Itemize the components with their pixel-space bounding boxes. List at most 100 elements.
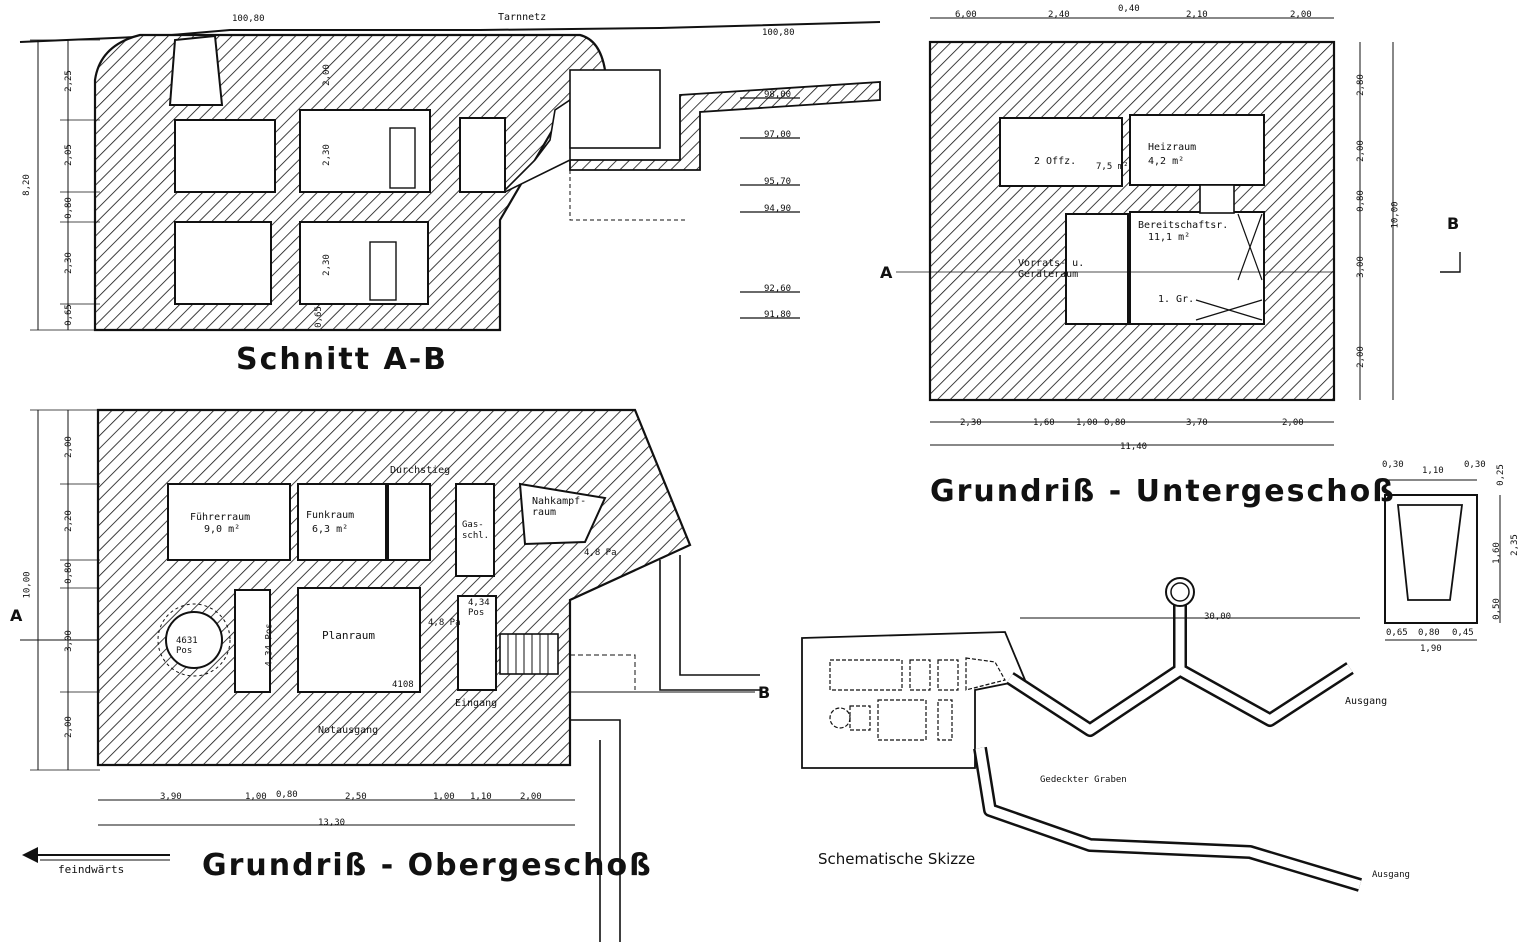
section-dim-4: 2,30 — [63, 252, 74, 274]
upper-label-nahkampf: Nahkampf-raum — [532, 496, 587, 518]
upper-room-gasschl — [455, 483, 495, 577]
section-vent-chimney — [168, 34, 224, 106]
lower-dim-top-5: 2,00 — [1290, 10, 1312, 20]
section-door-lower — [369, 241, 397, 301]
upper-label-durchstieg: Durchstieg — [390, 465, 451, 476]
enemy-direction-label: feindwärts — [58, 863, 125, 876]
lower-dim-top-1: 6,00 — [955, 10, 977, 20]
section-inner-dim-4: 0,65 — [313, 306, 324, 328]
section-dim-5: 0,65 — [63, 304, 74, 326]
lower-label-bereitschaft: Bereitschaftsr. — [1138, 220, 1229, 231]
upper-label-gasschl: Gas-schl. — [462, 520, 490, 541]
lower-dim-right-4: 3,00 — [1355, 256, 1366, 278]
lower-label-offz: 2 Offz. — [1034, 156, 1077, 167]
vent-dim-top-2: 1,10 — [1422, 466, 1444, 476]
lower-room-heiz — [1129, 114, 1265, 186]
lower-room-offz — [999, 117, 1123, 187]
vent-dim-bottom-3: 0,45 — [1452, 628, 1474, 638]
upper-dim-bottom-2: 1,00 — [245, 792, 267, 802]
lower-floor-title: Grundriß - Untergeschoß — [930, 474, 1396, 509]
upper-pos-door: 4,8 Pa — [428, 618, 461, 628]
lower-dim-bottom-3: 1,00 — [1076, 418, 1098, 428]
lower-dim-bottom-2: 1,60 — [1033, 418, 1055, 428]
upper-dim-left-4: 3,00 — [63, 630, 74, 652]
marker-b-lower: B — [1447, 214, 1460, 233]
upper-room-planraum — [297, 587, 421, 693]
upper-label-fuehrer-area: 9,0 m² — [204, 524, 241, 535]
vent-dim-top-1: 0,30 — [1382, 460, 1404, 470]
lower-dim-bottom-6: 2,00 — [1282, 418, 1304, 428]
lower-dim-bottom-5: 3,70 — [1186, 418, 1208, 428]
section-room-top-right — [459, 117, 506, 193]
lower-label-gerae: 1. Gr. — [1158, 294, 1195, 305]
upper-label-notausgang: Notausgang — [318, 725, 379, 736]
lower-dim-bottom-4: 0,80 — [1104, 418, 1126, 428]
section-level-2: 100,80 — [762, 28, 795, 38]
lower-dim-top-4: 2,10 — [1186, 10, 1208, 20]
section-dim-2: 2,05 — [63, 144, 74, 166]
vent-dim-bottom-1: 0,65 — [1386, 628, 1408, 638]
upper-trench-walls — [570, 555, 760, 942]
upper-pos-left: 4631 Pos — [176, 636, 198, 656]
section-dashed-extension — [569, 170, 685, 221]
upper-dim-left-2: 2,20 — [63, 510, 74, 532]
upper-label-fuehrer: Führerraum — [190, 512, 251, 523]
upper-dim-left-5: 2,00 — [63, 716, 74, 738]
upper-room-nahkampf — [518, 482, 607, 546]
section-inner-dim-3: 2,30 — [321, 254, 332, 276]
upper-total-height: 10,00 — [22, 571, 33, 599]
sketch-rooms — [829, 657, 1006, 741]
upper-label-funk-area: 6,3 m² — [312, 524, 349, 535]
sketch-trench-label: Gedeckter Graben — [1040, 775, 1127, 785]
lower-dim-right-1: 2,80 — [1355, 74, 1366, 96]
lower-room-vorrat — [1065, 213, 1129, 325]
section-room-bottom-mid — [299, 221, 429, 305]
upper-dim-left-1: 2,00 — [63, 436, 74, 458]
section-camouflage-label: Tarnnetz — [498, 12, 547, 23]
upper-floor-title: Grundriß - Obergeschoß — [202, 848, 653, 883]
upper-dim-bottom-3: 0,80 — [276, 790, 298, 800]
lower-label-vorrat: Vorrats- u. Geräteraum — [1018, 258, 1085, 280]
section-room-top-mid — [299, 109, 431, 193]
upper-label-eingang: Eingang — [455, 698, 498, 709]
upper-dim-bottom-6: 1,10 — [470, 792, 492, 802]
upper-pos-stair: 4,8 Pa — [584, 548, 617, 558]
upper-dim-bottom-4: 2,50 — [345, 792, 367, 802]
section-inner-dim-1: 2,00 — [321, 64, 332, 86]
vent-dim-side-total: 2,35 — [1509, 534, 1520, 556]
vent-dim-side-1: 0,25 — [1495, 464, 1506, 486]
lower-dim-right-total: 10,00 — [1390, 201, 1401, 229]
marker-a-upper: A — [10, 606, 23, 625]
lower-label-heiz-area: 4,2 m² — [1148, 156, 1185, 167]
upper-room-entrance-corridor — [457, 595, 497, 691]
upper-dim-left-3: 0,80 — [63, 562, 74, 584]
lower-dim-right-5: 2,00 — [1355, 346, 1366, 368]
sketch-bunker-outline — [801, 631, 1027, 769]
vent-detail-drawing — [1384, 479, 1501, 641]
upper-room-funk — [297, 483, 387, 561]
lower-dim-top-2: 2,40 — [1048, 10, 1070, 20]
section-dim-3: 0,80 — [63, 197, 74, 219]
lower-room-corridor — [1199, 184, 1235, 214]
upper-floor-plan-drawing — [20, 408, 760, 942]
vent-dim-bottom-total: 1,90 — [1420, 644, 1442, 654]
section-room-top-left — [174, 119, 276, 193]
section-level-5: 95,70 — [764, 177, 792, 187]
marker-a-lower: A — [880, 263, 893, 282]
section-inner-dim-2: 2,30 — [321, 144, 332, 166]
lower-label-bereitschaft-area: 11,1 m² — [1148, 232, 1191, 243]
upper-room-left-cross — [234, 589, 271, 693]
section-level-4: 97,00 — [764, 130, 792, 140]
sketch-title: Schematische Skizze — [818, 850, 976, 868]
section-level-3: 98,00 — [764, 90, 792, 100]
vent-dim-bottom-2: 0,80 — [1418, 628, 1440, 638]
upper-pos-plan: 4108 — [392, 680, 414, 690]
upper-dim-bottom-1: 3,90 — [160, 792, 182, 802]
section-level-8: 91,80 — [764, 310, 792, 320]
lower-label-small-area: 7,5 m² — [1096, 162, 1129, 172]
lower-room-bereitschaft — [1129, 211, 1265, 325]
upper-dashed-line — [570, 654, 636, 690]
vent-dim-top-3: 0,30 — [1464, 460, 1486, 470]
lower-dim-top-3: 0,40 — [1118, 4, 1140, 14]
